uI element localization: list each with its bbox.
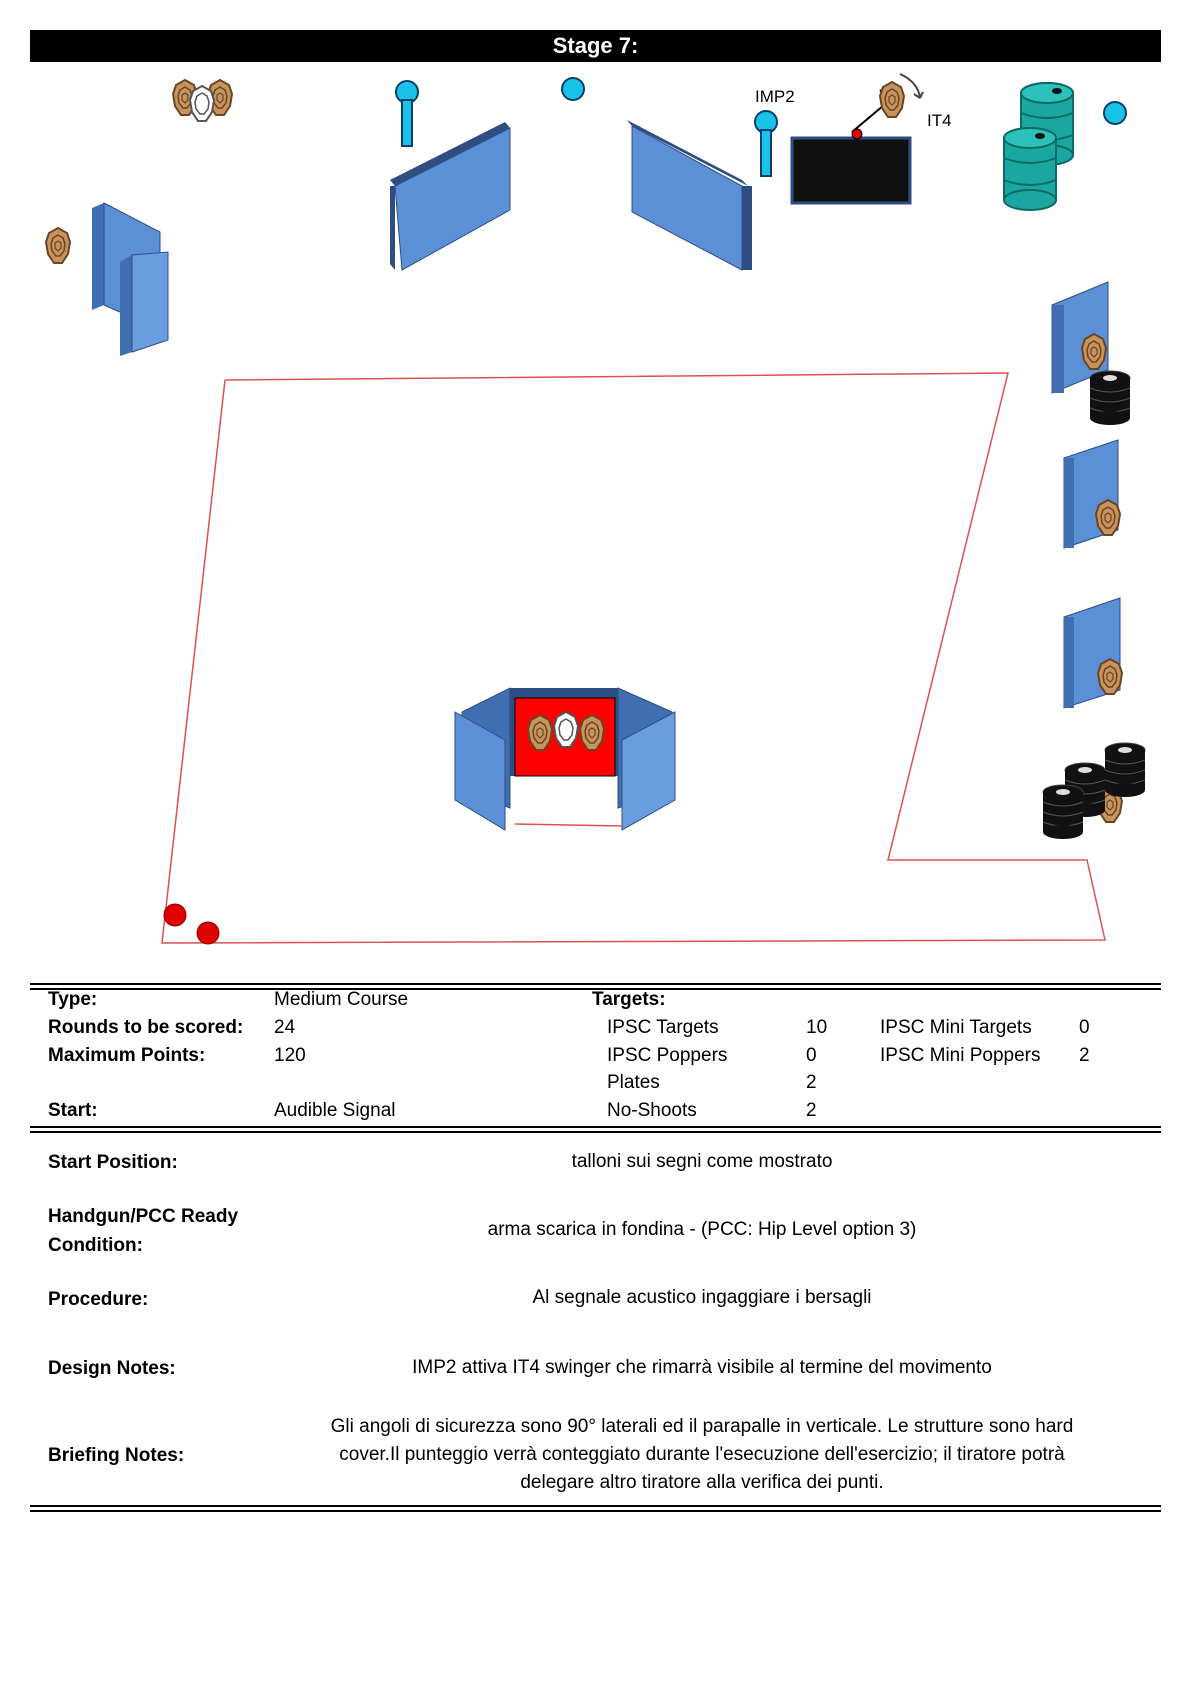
type-label: Type: xyxy=(48,989,98,1010)
wall-top-right xyxy=(627,120,752,271)
briefing-line-1: Gli angoli di sicurezza sono 90° lateral… xyxy=(330,1416,1074,1437)
start-position-value: talloni sui segni come mostrato xyxy=(571,1151,833,1172)
barrel-group xyxy=(1003,82,1074,211)
plates-label: Plates xyxy=(607,1072,660,1093)
procedure-label: Procedure: xyxy=(48,1289,149,1310)
design-notes-value: IMP2 attiva IT4 swinger che rimarrà visi… xyxy=(412,1357,992,1378)
type-value: Medium Course xyxy=(274,989,409,1010)
start-marker-2 xyxy=(196,921,220,945)
rounds-label: Rounds to be scored: xyxy=(48,1017,244,1038)
mini-poppers-label: IPSC Mini Poppers xyxy=(880,1045,1041,1066)
briefing-notes-label: Briefing Notes: xyxy=(48,1445,185,1466)
swinger-target-it4 xyxy=(851,73,924,140)
stage-title: Stage 7: xyxy=(552,33,639,58)
noshoots-label: No-Shoots xyxy=(607,1100,697,1121)
ipsc-targets-label: IPSC Targets xyxy=(607,1017,719,1038)
stage-title-bar: Stage 7: xyxy=(30,30,1161,62)
plate-1 xyxy=(561,77,585,101)
briefing-line-2: cover.Il punteggio verrà conteggiato dur… xyxy=(339,1444,1065,1465)
start-label: Start: xyxy=(48,1100,98,1121)
start-marker-1 xyxy=(163,903,187,927)
target-center-group xyxy=(527,711,605,751)
targets-label: Targets: xyxy=(592,989,666,1010)
ipsc-targets-value: 10 xyxy=(806,1017,828,1038)
mini-targets-label: IPSC Mini Targets xyxy=(880,1017,1032,1038)
popper-1 xyxy=(395,80,419,147)
noshoots-value: 2 xyxy=(806,1100,817,1121)
rule-bottom-1 xyxy=(30,1505,1161,1507)
ready-condition-label-2: Condition: xyxy=(48,1235,143,1256)
popper-imp2 xyxy=(754,110,778,177)
rule-bottom-2 xyxy=(30,1510,1161,1512)
shooting-area-fault-line xyxy=(161,372,1106,944)
stage-diagram: IMP2 IT4 xyxy=(45,73,1146,945)
center-barricade xyxy=(454,687,676,831)
target-top-left-group xyxy=(172,79,233,122)
label-imp2: IMP2 xyxy=(755,87,795,106)
ipsc-poppers-label: IPSC Poppers xyxy=(607,1045,728,1066)
wall-top-center xyxy=(390,122,511,271)
plates-value: 2 xyxy=(806,1072,817,1093)
start-position-label: Start Position: xyxy=(48,1152,178,1173)
rule-top-1 xyxy=(30,983,1161,985)
briefing-line-3: delegare altro tiratore alla verifica de… xyxy=(520,1472,884,1493)
target-left xyxy=(45,227,71,264)
design-notes-label: Design Notes: xyxy=(48,1358,176,1379)
target-right-2 xyxy=(1095,499,1121,536)
tire-stack-1 xyxy=(1089,370,1131,426)
target-right-1 xyxy=(1081,333,1107,370)
black-table xyxy=(790,136,912,205)
points-label: Maximum Points: xyxy=(48,1045,206,1066)
tire-stack-2 xyxy=(1042,742,1146,840)
ready-condition-label-1: Handgun/PCC Ready xyxy=(48,1206,239,1227)
ipsc-poppers-value: 0 xyxy=(806,1045,817,1066)
label-it4: IT4 xyxy=(927,111,952,130)
rounds-value: 24 xyxy=(274,1017,296,1038)
wall-top-left xyxy=(92,202,169,356)
points-value: 120 xyxy=(274,1045,306,1066)
plate-2 xyxy=(1103,101,1127,125)
rule-mid-1 xyxy=(30,1126,1161,1128)
ready-condition-value: arma scarica in fondina - (PCC: Hip Leve… xyxy=(487,1219,917,1240)
mini-poppers-value: 2 xyxy=(1079,1045,1090,1066)
target-right-3 xyxy=(1097,658,1123,695)
rule-mid-2 xyxy=(30,1131,1161,1133)
procedure-value: Al segnale acustico ingaggiare i bersagl… xyxy=(532,1287,872,1308)
mini-targets-value: 0 xyxy=(1079,1017,1090,1038)
start-value: Audible Signal xyxy=(274,1100,396,1121)
